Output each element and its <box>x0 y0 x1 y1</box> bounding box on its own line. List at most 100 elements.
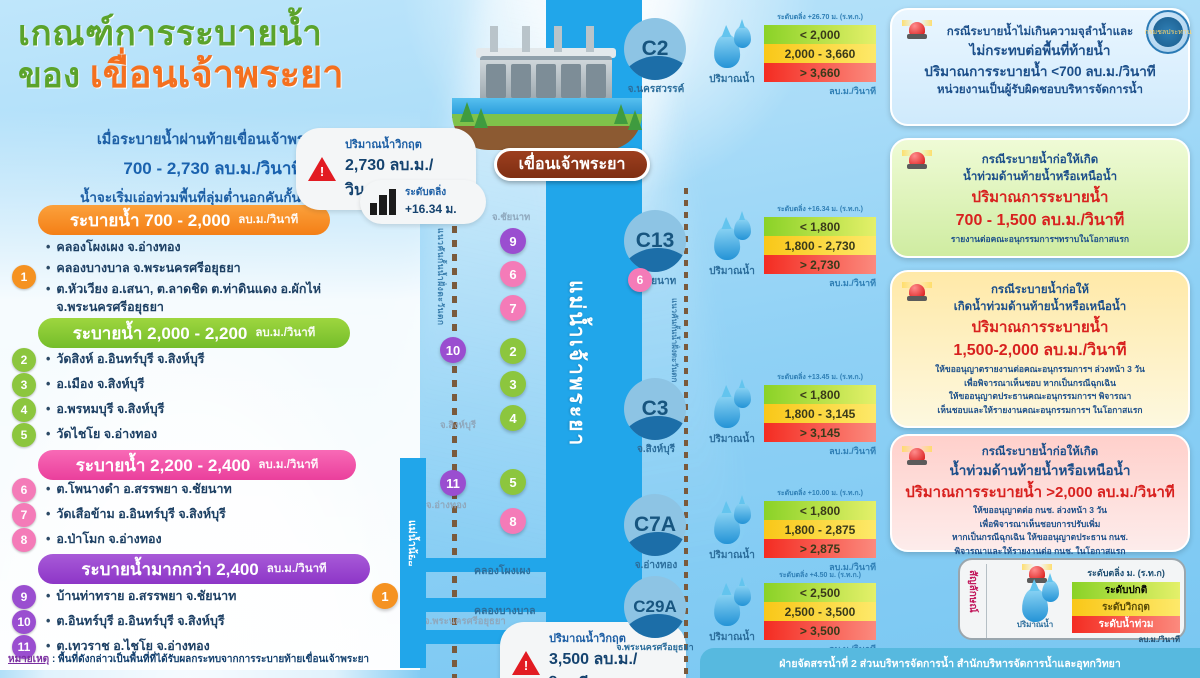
title-line-2-main: เขื่อนเจ้าพระยา <box>89 54 344 97</box>
warning-triangle-icon <box>308 157 336 181</box>
band-2200-2400-header[interactable]: ระบายน้ำ 2,200 - 2,400 ลบ.ม./วินาที <box>38 450 356 480</box>
criteria-yellow-line-3: ปริมาณการระบายน้ำ <box>971 318 1109 336</box>
dike-dashed-line <box>452 170 457 678</box>
water-drop-icon <box>708 577 756 628</box>
station-code-badge: C13 <box>624 210 686 272</box>
station-bank-level: ระดับตลิ่ง +10.00 ม. (ร.ท.ก.) <box>777 490 863 497</box>
lead-line-3: น้ำจะเริ่มเอ่อท่วมพื้นที่ลุ่มต่ำนอกคันกั… <box>80 190 346 205</box>
legend-flood: > 2,730 <box>764 255 876 274</box>
canal-phongpheng <box>412 558 552 572</box>
tree-icon <box>628 110 642 130</box>
map-pin-6[interactable]: 6 <box>500 261 526 287</box>
station-province: จ.อ่างทอง <box>634 560 678 571</box>
siren-icon <box>902 20 932 42</box>
footnote-label: หมายเหตุ <box>8 654 50 665</box>
band-unit: ลบ.ม./วินาที <box>266 563 327 575</box>
list-item: •วัดสิงห์ อ.อินทร์บุรี จ.สิงห์บุรี <box>44 350 364 368</box>
dam-gates <box>486 64 606 98</box>
canal-phongpheng-label: คลองโผงเผง <box>474 565 531 577</box>
water-drop-icon <box>1016 573 1059 623</box>
dam-illustration <box>452 18 642 153</box>
map-pin-2[interactable]: 2 <box>500 338 526 364</box>
province-label-angthong: จ.อ่างทอง <box>426 500 467 511</box>
footnote-text: : พื้นที่ดังกล่าวเป็นพื้นที่ที่ได้รับผลก… <box>51 654 370 665</box>
criteria-green-line-4: 700 - 1,500 ลบ.ม./วินาที <box>955 212 1125 229</box>
critical-flow-bottom-label: ปริมาณน้ำวิกฤต <box>549 633 626 645</box>
list-item: •อ.พรหมบุรี จ.สิงห์บุรี <box>44 400 364 418</box>
legend-normal: < 2,000 <box>764 25 876 44</box>
map-pin-6-station[interactable]: 6 <box>628 268 652 292</box>
legend-key-flood: ระดับน้ำท่วม <box>1072 616 1180 633</box>
criteria-red-line-3: ปริมาณการระบายน้ำ >2,000 ลบ.ม./วินาที <box>905 483 1175 501</box>
map-pin-4[interactable]: 4 <box>500 405 526 431</box>
map-pin-5[interactable]: 5 <box>500 469 526 495</box>
list-item-label: ต.เทวราช อ.ไชโย จ.อ่างทอง <box>56 639 210 654</box>
station-bank-level: ระดับตลิ่ง +4.50 ม. (ร.ท.ก.) <box>779 572 861 579</box>
list-item-label: อ.พรหมบุรี จ.สิงห์บุรี <box>56 402 165 417</box>
water-drop-icon <box>708 19 756 70</box>
band-title: ระบายน้ำ 2,000 - 2,200 <box>72 323 248 343</box>
legend-unit: ลบ.ม./วินาที <box>829 446 876 456</box>
band-over-2400-header[interactable]: ระบายน้ำมากกว่า 2,400 ลบ.ม./วินาที <box>38 554 370 584</box>
legend-normal: < 1,800 <box>764 501 876 520</box>
list-item-label: วัดสิงห์ อ.อินทร์บุรี จ.สิงห์บุรี <box>56 352 205 366</box>
title-line-2-prefix: ของ <box>18 56 81 96</box>
list-item: •วัดไชโย จ.อ่างทอง <box>44 425 364 443</box>
station-code: C29A <box>633 597 677 616</box>
dam-deck <box>476 48 616 58</box>
pin-7: 7 <box>12 503 36 527</box>
siren-icon <box>902 150 932 172</box>
map-pin-3[interactable]: 3 <box>500 371 526 397</box>
list-item-label: ต.โพนางดำ อ.สรรพยา จ.ชัยนาท <box>56 482 232 496</box>
band-over-2400-list: •บ้านท่าทราย อ.สรรพยา จ.ชัยนาท •ต.อินทร์… <box>44 587 364 658</box>
list-item: •ต.หัวเวียง อ.เสนา, ต.ลาดชิด ต.ท่าดินแดง… <box>44 280 384 316</box>
gauge-icon <box>370 189 396 215</box>
list-item-label: อ.ป่าโมก จ.อ่างทอง <box>56 532 162 547</box>
band-2000-2200-header[interactable]: ระบายน้ำ 2,000 - 2,200 ลบ.ม./วินาที <box>38 318 350 348</box>
dam-water <box>452 98 642 118</box>
list-item: •อ.เมือง จ.สิงห์บุรี <box>44 375 364 393</box>
pin-3: 3 <box>12 373 36 397</box>
criteria-red: กรณีระบายน้ำก่อให้เกิด น้ำท่วมด้านท้ายน้… <box>890 434 1190 556</box>
map-pin-10[interactable]: 10 <box>440 337 466 363</box>
band-unit: ลบ.ม./วินาที <box>258 459 319 471</box>
legend-divider <box>986 564 987 638</box>
station-province: จ.สิงห์บุรี <box>637 444 675 455</box>
map-pin-1[interactable]: 1 <box>372 583 398 609</box>
station-drop-label: ปริมาณน้ำ <box>709 74 755 85</box>
dike-label: แนวคันกั้นน้ำฝั่งตะวันตก <box>436 228 446 326</box>
map-pin-11[interactable]: 11 <box>440 470 466 496</box>
province-label-ayutthaya: จ.พระนครศรีอยุธยา <box>424 616 506 627</box>
critical-flow-bottom-value: 3,500 ลบ.ม./วินาที <box>549 651 638 678</box>
bank-level-label: ระดับตลิ่ง <box>405 187 447 198</box>
pin-9: 9 <box>12 585 36 609</box>
criteria-green-line-5: รายงานต่อคณะอนุกรรมการฯทราบในโอกาสแรก <box>950 234 1130 244</box>
footnote: หมายเหตุ : พื้นที่ดังกล่าวเป็นพื้นที่ที่… <box>8 652 608 667</box>
criteria-blue-line-1: กรณีระบายน้ำไม่เกินความจุลำน้ำและ <box>946 26 1134 38</box>
list-item-label: ต.หัวเวียง อ.เสนา, ต.ลาดชิด ต.ท่าดินแดง … <box>56 282 321 315</box>
band-title: ระบายน้ำ 700 - 2,000 <box>69 210 231 230</box>
band-700-2000-header[interactable]: ระบายน้ำ 700 - 2,000 ลบ.ม./วินาที <box>38 205 330 235</box>
legend-key-vertical-label: สัญลักษณ์ <box>967 570 978 613</box>
map-pin-9[interactable]: 9 <box>500 228 526 254</box>
criteria-red-line-1: กรณีระบายน้ำก่อให้เกิด <box>981 446 1099 458</box>
station-legend: ระดับตลิ่ง +4.50 ม. (ร.ท.ก.) < 2,500 2,5… <box>764 570 876 656</box>
criteria-yellow-line-4: 1,500-2,000 ลบ.ม./วินาที <box>953 342 1127 359</box>
map-pin-7[interactable]: 7 <box>500 295 526 321</box>
lead-line-2: 700 - 2,730 ลบ.ม./วินาที <box>123 159 303 178</box>
legend-critical: 1,800 - 2,730 <box>764 236 876 255</box>
criteria-green-line-3: ปริมาณการระบายน้ำ <box>971 188 1109 206</box>
canal-bangban-label: คลองบางบาล <box>474 605 536 617</box>
legend-critical: 1,800 - 2,875 <box>764 520 876 539</box>
pin-1: 1 <box>12 265 36 289</box>
station-code: C7A <box>633 513 676 536</box>
map-pin-8[interactable]: 8 <box>500 508 526 534</box>
province-label-singburi: จ.สิงห์บุรี <box>440 420 477 431</box>
station-bank-level: ระดับตลิ่ง +26.70 ม. (ร.ท.ก.) <box>777 14 863 21</box>
legend-unit: ลบ.ม./วินาที <box>829 562 876 572</box>
band-700-2000-list: •คลองโผงเผง จ.อ่างทอง •คลองบางบาล จ.พระน… <box>44 238 384 341</box>
station-code: C2 <box>641 37 669 60</box>
legend-critical: 2,500 - 3,500 <box>764 602 876 621</box>
band-unit: ลบ.ม./วินาที <box>238 214 299 226</box>
criteria-green: กรณีระบายน้ำก่อให้เกิด น้ำท่วมด้านท้ายน้… <box>890 138 1190 258</box>
